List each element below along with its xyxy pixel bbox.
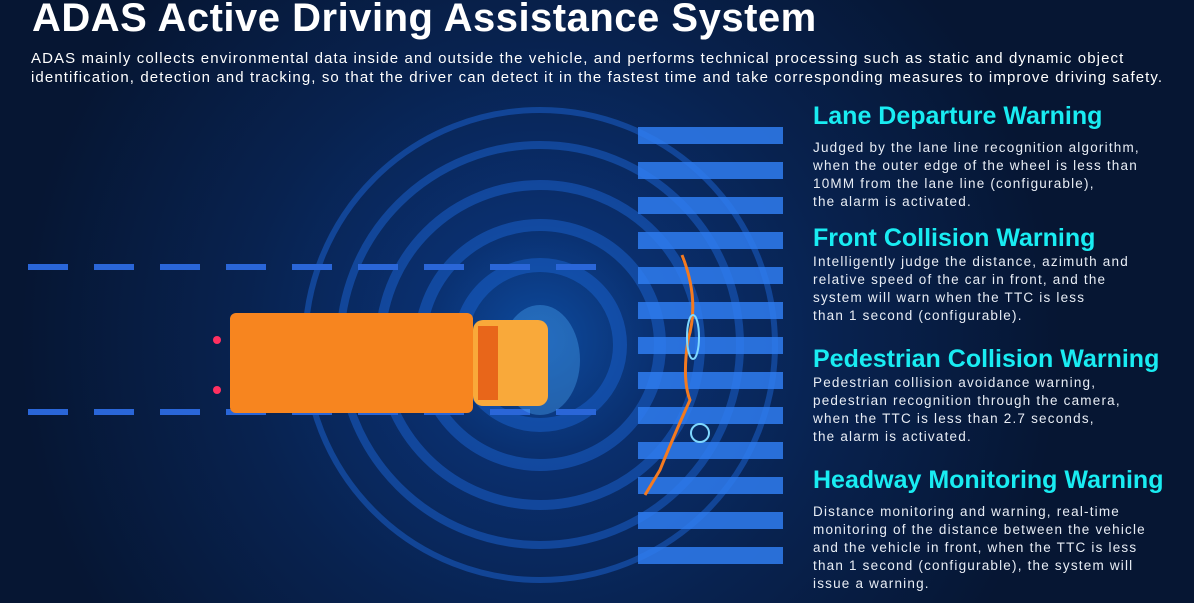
crosswalk-stripe [638, 302, 783, 319]
crosswalk-stripe [638, 127, 783, 144]
lane-dash [28, 409, 68, 415]
truck-icon [213, 305, 580, 415]
crosswalk-stripe [638, 162, 783, 179]
section-text: Distance monitoring and warning, real-ti… [813, 504, 1146, 591]
lane-dash [292, 264, 332, 270]
page-title: ADAS Active Driving Assistance System [32, 0, 817, 40]
crosswalk-stripe [638, 407, 783, 424]
intro-text: ADAS mainly collects environmental data … [31, 50, 1164, 86]
crosswalk-stripe [638, 267, 783, 284]
motorcycle-icon [686, 314, 700, 360]
lane-dash [490, 409, 530, 415]
lane-dash [424, 264, 464, 270]
lane-dash [226, 264, 266, 270]
lane-dash [160, 264, 200, 270]
lane-dash [94, 409, 134, 415]
lane-dash [28, 264, 68, 270]
pedestrian-icon [690, 423, 710, 443]
crosswalk-stripe [638, 512, 783, 529]
lane-dash [490, 264, 530, 270]
crosswalk-stripe [638, 372, 783, 389]
section-pedestrian-collision: Pedestrian Collision Warning Pedestrian … [813, 345, 1193, 446]
section-text: Judged by the lane line recognition algo… [813, 140, 1140, 209]
crosswalk-stripe [638, 547, 783, 564]
section-title: Lane Departure Warning [813, 102, 1103, 130]
lane-dash [556, 264, 596, 270]
lane-dash [160, 409, 200, 415]
crosswalk-stripe [638, 337, 783, 354]
section-text: Intelligently judge the distance, azimut… [813, 254, 1129, 323]
lane-dash [358, 264, 398, 270]
section-text: Pedestrian collision avoidance warning, … [813, 375, 1121, 444]
crosswalk-stripe [638, 232, 783, 249]
crosswalk-stripe [638, 442, 783, 459]
crosswalk-stripe [638, 477, 783, 494]
section-title: Front Collision Warning [813, 224, 1096, 252]
section-title: Pedestrian Collision Warning [813, 345, 1160, 373]
section-front-collision: Front Collision Warning Intelligently ju… [813, 224, 1193, 325]
section-title: Headway Monitoring Warning [813, 466, 1164, 494]
crosswalk-stripe [638, 197, 783, 214]
lane-dash [94, 264, 134, 270]
section-headway-monitoring: Headway Monitoring Warning Distance moni… [813, 466, 1193, 593]
section-lane-departure: Lane Departure Warning Judged by the lan… [813, 102, 1193, 211]
crosswalk [638, 127, 783, 564]
lane-dash [556, 409, 596, 415]
detection-curve [643, 254, 695, 496]
adas-illustration [28, 107, 783, 583]
